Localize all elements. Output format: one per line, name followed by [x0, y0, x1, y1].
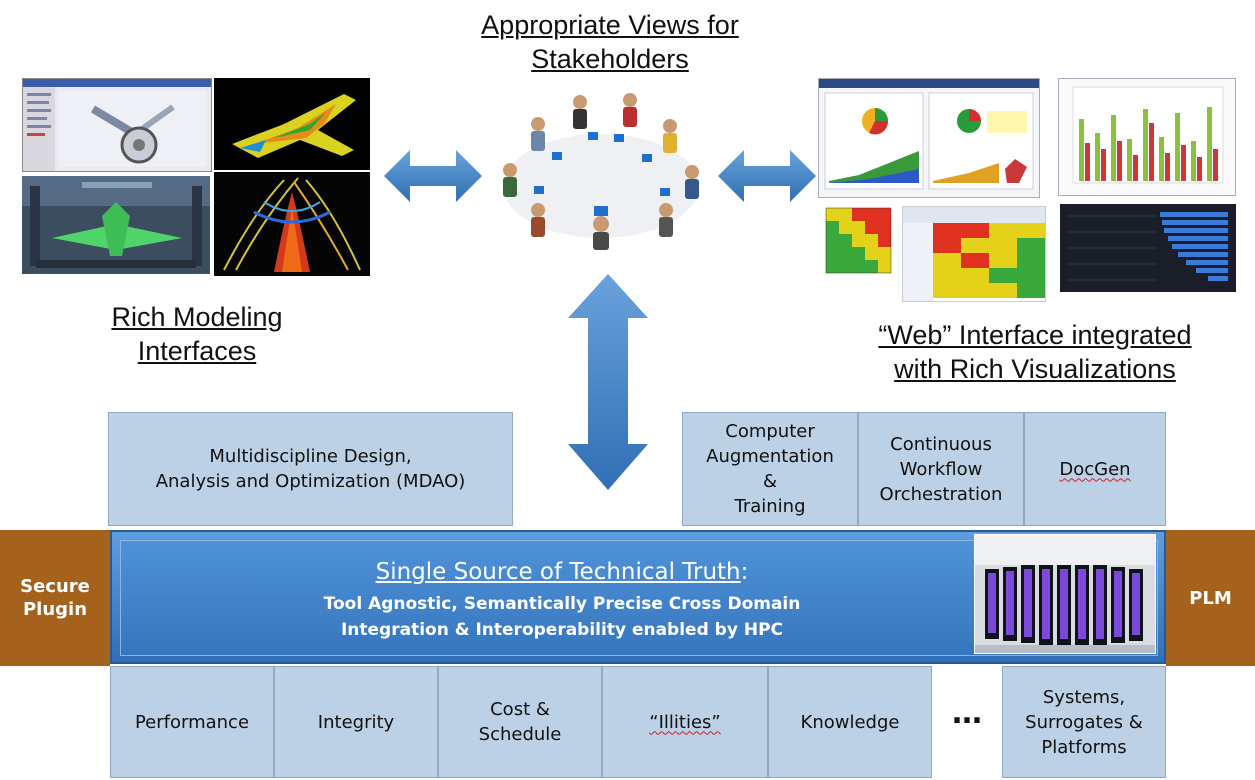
illities-label: “Illities”: [649, 711, 721, 733]
knowledge-box: Knowledge: [768, 666, 932, 778]
sstt-line-2: Integration & Interoperability enabled b…: [340, 620, 784, 640]
hpc-datacenter-image: [974, 534, 1156, 654]
side-line: Secure: [20, 576, 90, 597]
cad-landing-gear-image: [22, 78, 212, 172]
vertical-double-arrow: [568, 274, 648, 490]
risk-matrix-image: [818, 204, 898, 300]
severity-table-graphic: [903, 207, 1045, 301]
ellipsis-more: …: [932, 696, 1002, 731]
streamline-visualization-image: [214, 172, 370, 276]
box-line: Systems,: [1042, 686, 1126, 708]
plm-text: PLM: [1189, 587, 1232, 609]
box-line: Augmentation: [706, 446, 834, 467]
docgen-label: DocGen: [1059, 458, 1131, 480]
risk-matrix-graphic: [825, 207, 892, 274]
assembly-line-graphic: [22, 176, 210, 268]
box-line: Schedule: [478, 724, 562, 745]
stakeholders-graphic: [503, 93, 699, 250]
cad-landing-gear-graphic: [23, 79, 211, 171]
datacenter-graphic: [975, 535, 1155, 653]
box-line: Platforms: [1041, 736, 1127, 758]
heading-line: Appropriate Views for: [481, 10, 739, 40]
dashboard-graphic: [819, 79, 1039, 190]
knowledge-label: Knowledge: [800, 711, 900, 733]
severity-table-image: [902, 206, 1046, 302]
side-line: Plugin: [22, 599, 88, 620]
heading-line: Interfaces: [137, 336, 257, 366]
box-line: Analysis and Optimization (MDAO): [155, 471, 466, 492]
performance-label: Performance: [134, 711, 250, 733]
sstt-colon: :: [740, 559, 749, 585]
box-line: Cost &: [490, 699, 550, 720]
cost-schedule-box: Cost & Schedule: [438, 666, 602, 778]
aircraft-cfd-image: [214, 78, 370, 170]
integrity-box: Integrity: [274, 666, 438, 778]
questions-bar-chart-graphic: [1072, 86, 1224, 184]
sstt-bar: Single Source of Technical Truth: Tool A…: [110, 530, 1166, 664]
integrity-label: Integrity: [317, 711, 395, 733]
heading-rich-modeling: Rich Modeling Interfaces: [62, 300, 332, 368]
mdao-box: Multidiscipline Design, Analysis and Opt…: [108, 412, 513, 526]
heading-line: Stakeholders: [531, 44, 689, 74]
box-line: Workflow: [899, 458, 983, 480]
secure-plugin-label: Secure Plugin: [0, 530, 110, 666]
dashboard-screenshot-image: [818, 78, 1040, 198]
performance-box: Performance: [110, 666, 274, 778]
heading-line: “Web” Interface integrated: [878, 320, 1192, 350]
plm-label: PLM: [1166, 530, 1255, 666]
box-line: Surrogates &: [1025, 711, 1143, 733]
right-double-arrow: [718, 150, 816, 202]
illities-box: “Illities”: [602, 666, 768, 778]
assembly-line-image: [22, 176, 210, 274]
sstt-line-1: Tool Agnostic, Semantically Precise Cros…: [323, 594, 801, 614]
docgen-box: DocGen: [1024, 412, 1166, 526]
stakeholders-circle-image: [490, 86, 712, 250]
workflow-orchestration-box: Continuous Workflow Orchestration: [858, 412, 1024, 526]
heading-appropriate-views: Appropriate Views for Stakeholders: [420, 8, 800, 76]
heading-line: Rich Modeling: [111, 302, 283, 332]
ellipsis-text: …: [952, 696, 982, 731]
systems-surrogates-platforms-box: Systems, Surrogates & Platforms: [1002, 666, 1166, 778]
heading-line: with Rich Visualizations: [894, 354, 1176, 384]
sstt-title: Single Source of Technical Truth: [375, 559, 741, 585]
augmentation-training-box: Computer Augmentation & Training: [682, 412, 858, 526]
dark-bar-chart-image: [1060, 204, 1236, 292]
heading-web-interface: “Web” Interface integrated with Rich Vis…: [830, 318, 1240, 386]
box-line: Orchestration: [879, 483, 1003, 505]
box-line: Training: [734, 496, 806, 517]
box-line: Computer: [725, 421, 815, 442]
box-line: Multidiscipline Design,: [209, 446, 412, 467]
aircraft-cfd-graphic: [232, 94, 356, 158]
left-double-arrow: [384, 150, 482, 202]
box-line: &: [762, 471, 778, 492]
questions-bar-chart-image: [1058, 78, 1236, 196]
box-line: Continuous: [890, 433, 992, 455]
streamline-visualization-graphic: [223, 177, 361, 272]
dark-bar-chart-graphic: [1068, 212, 1228, 281]
sstt-text: Single Source of Technical Truth: Tool A…: [262, 556, 862, 643]
